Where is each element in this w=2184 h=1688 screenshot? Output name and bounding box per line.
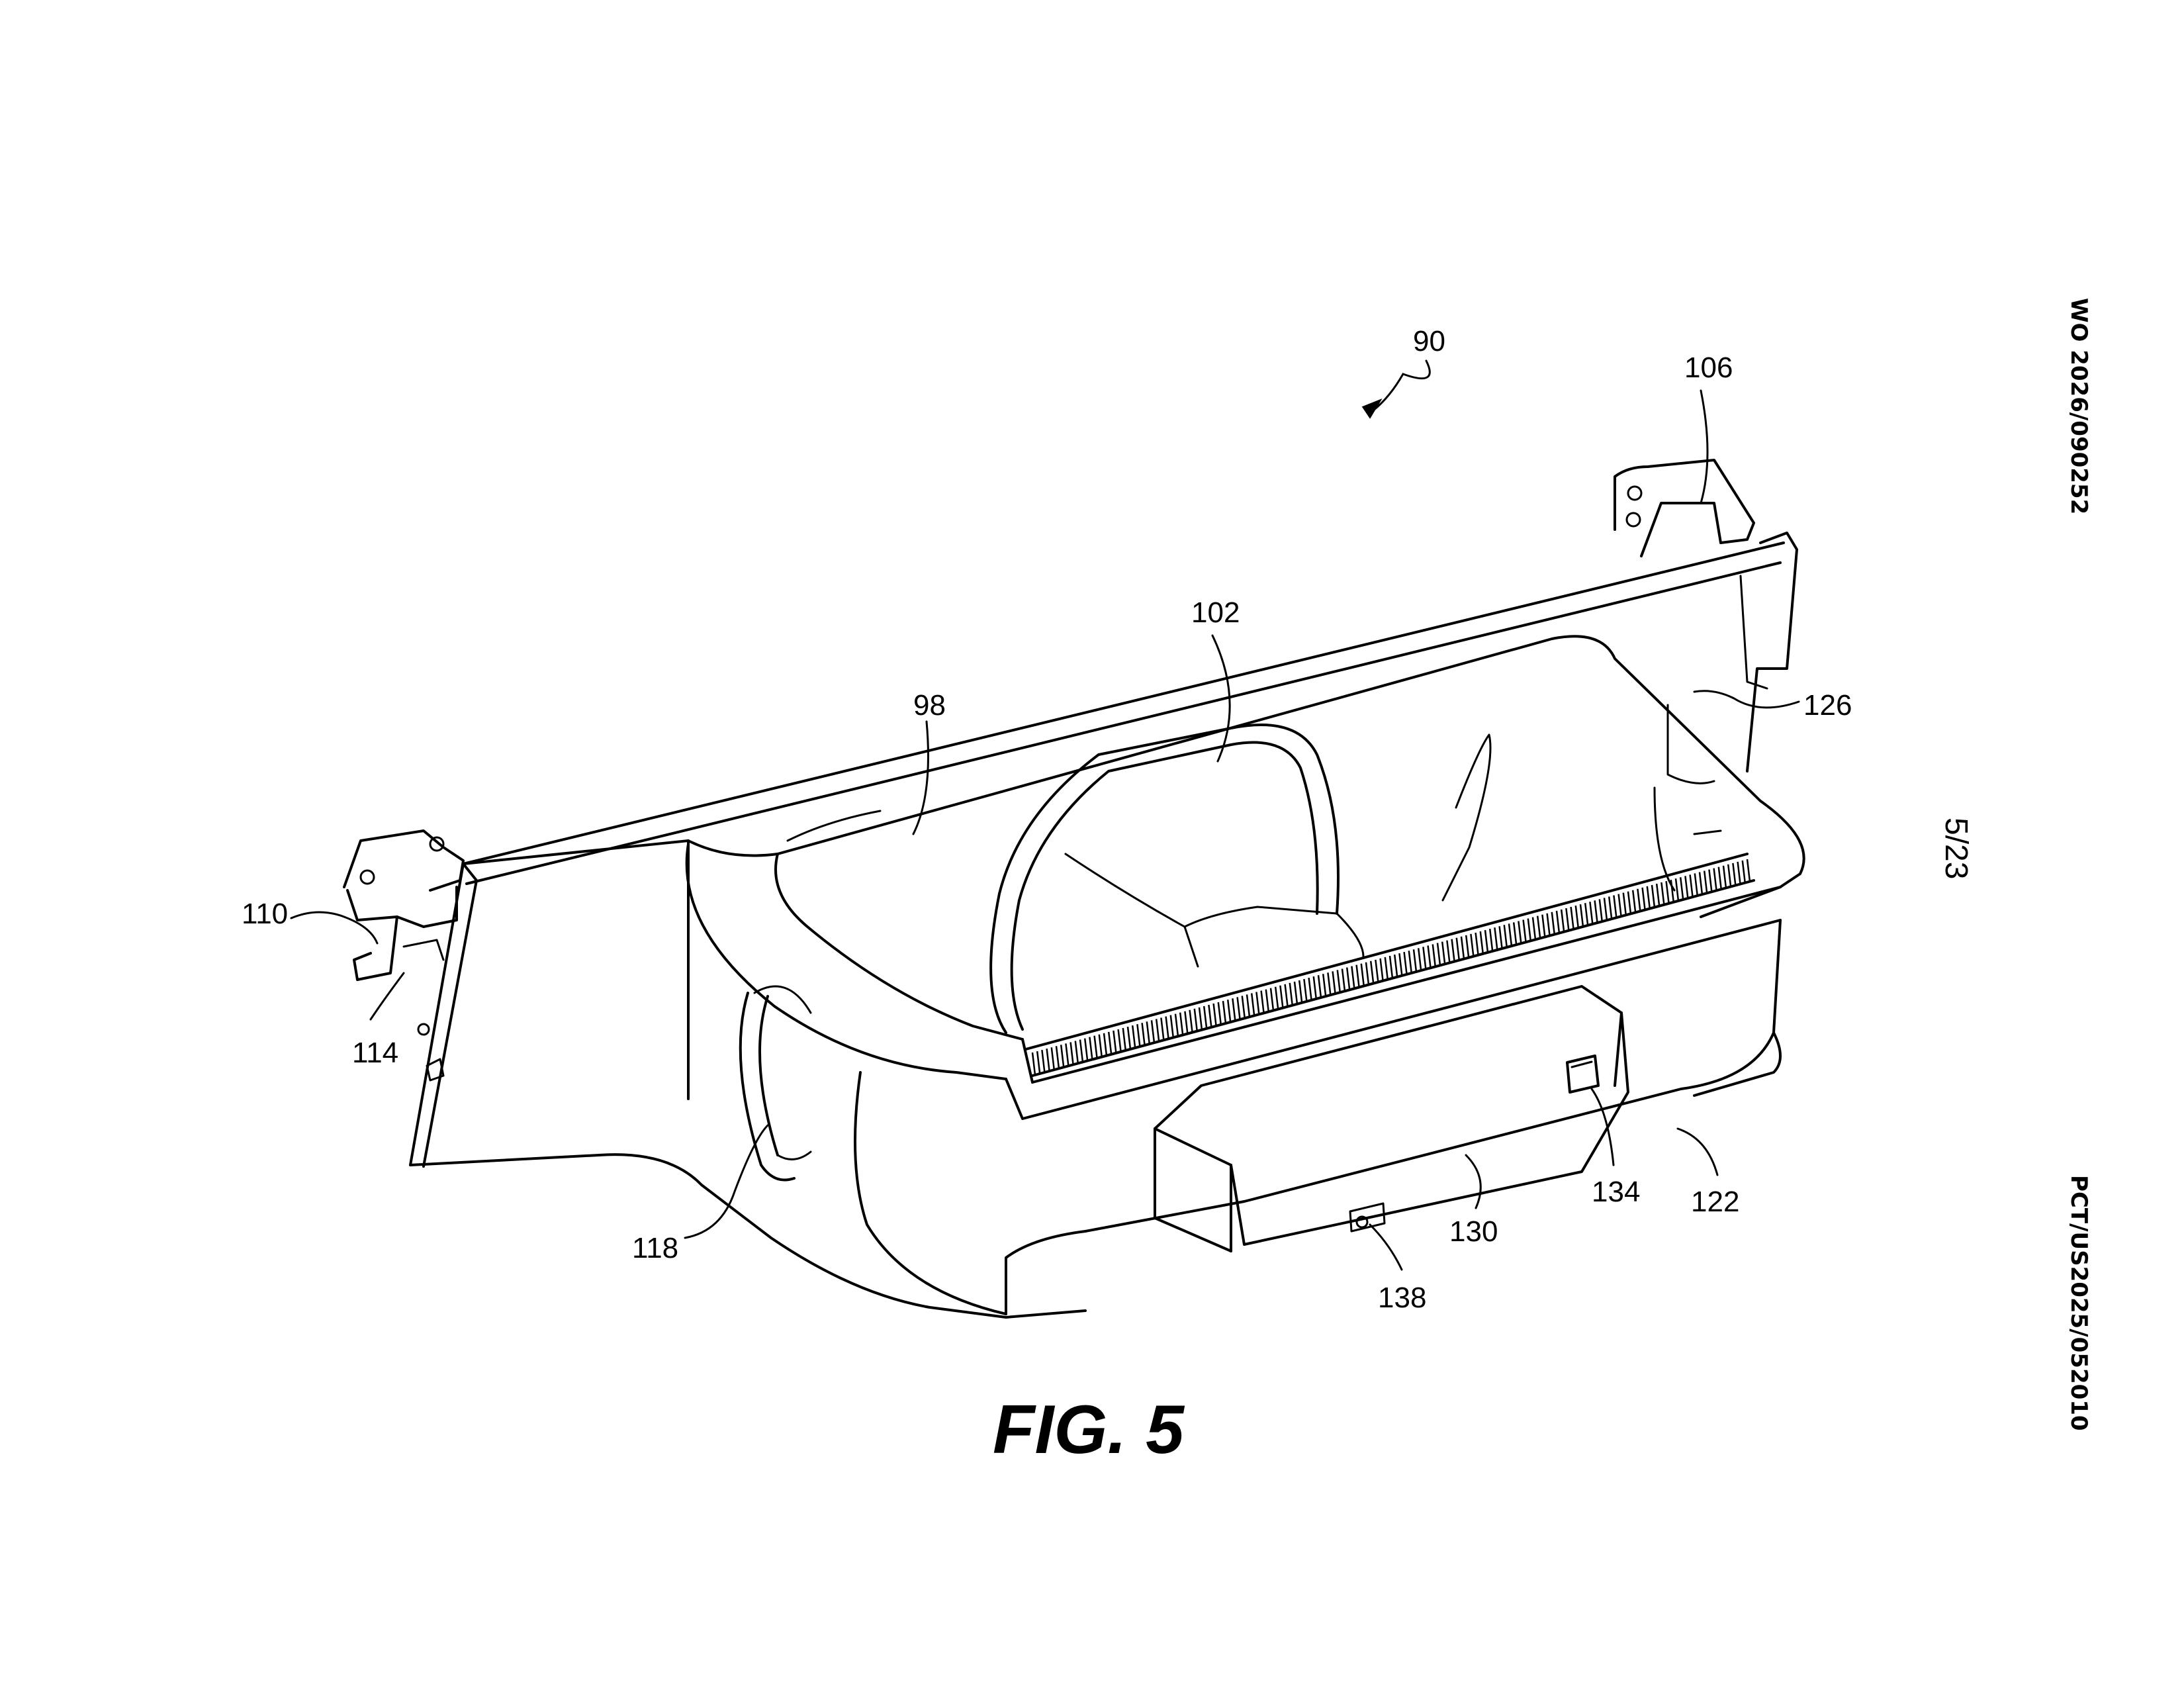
ref-98: 98 [913, 689, 946, 722]
ref-130: 130 [1449, 1215, 1498, 1248]
sheet-number: 5/23 [1938, 818, 1974, 879]
storage-assembly-artwork [343, 459, 1805, 1319]
leader-lines [290, 359, 1800, 1271]
application-number: PCT/US2025/052010 [2066, 1175, 2092, 1431]
ref-110: 110 [242, 898, 288, 930]
publication-number: WO 2026/090252 [2066, 298, 2092, 514]
coil-spring-hatching [1031, 859, 1751, 1076]
ref-126: 126 [1803, 689, 1852, 722]
ref-134: 134 [1592, 1176, 1640, 1208]
ref-106: 106 [1684, 352, 1733, 384]
ref-90: 90 [1413, 325, 1445, 357]
ref-114: 114 [352, 1037, 398, 1069]
figure-caption: FIG. 5 [993, 1391, 1185, 1468]
ref-102: 102 [1191, 596, 1240, 629]
ref-118: 118 [632, 1232, 678, 1264]
ref-122: 122 [1691, 1186, 1739, 1218]
ref-138: 138 [1378, 1282, 1426, 1314]
